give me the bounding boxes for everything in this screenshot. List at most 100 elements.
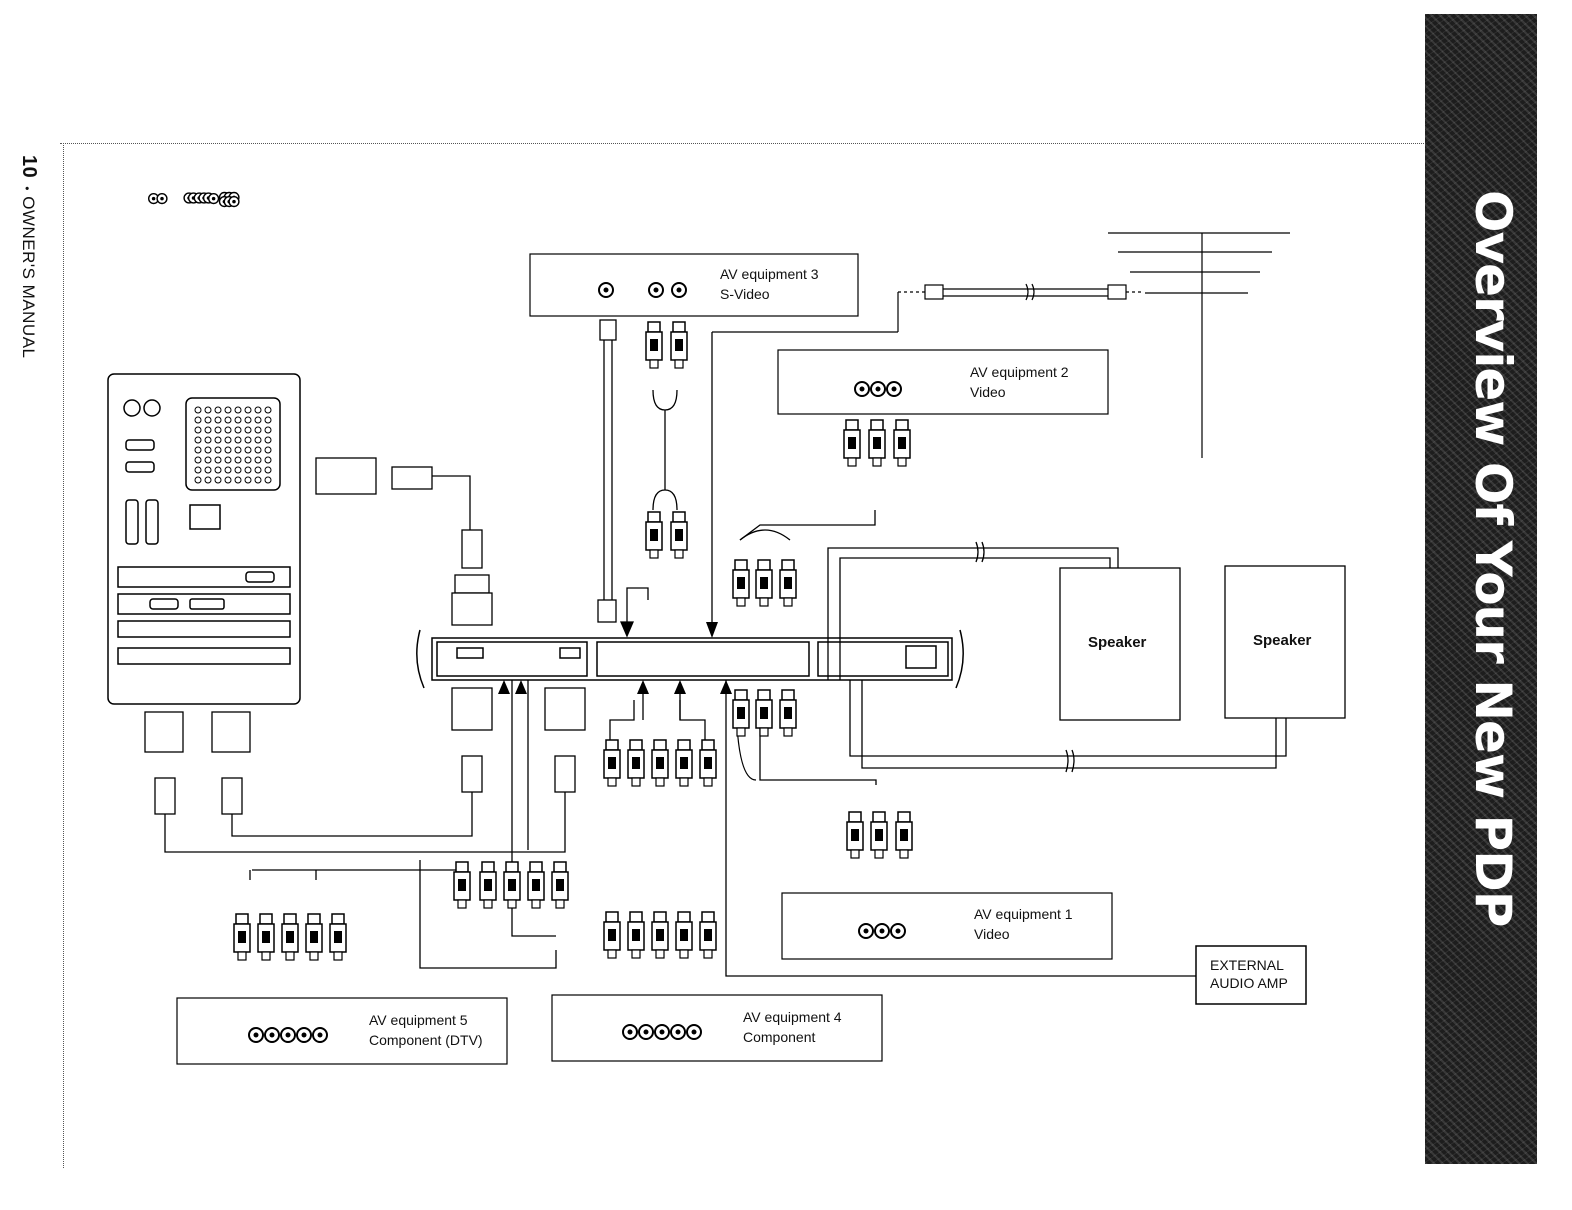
rca-plug [645, 511, 663, 559]
av3-svideo-jack-icon [598, 282, 614, 298]
rca-plug [527, 861, 545, 909]
grille-hole [244, 446, 252, 454]
speaker-left-box [1059, 567, 1181, 721]
av3-type: S-Video [720, 286, 770, 302]
rca-plug [453, 861, 471, 909]
rca-plug [732, 689, 750, 737]
grille-hole [254, 476, 262, 484]
rca-plug [670, 321, 688, 369]
grille-hole [214, 446, 222, 454]
rca-plug [895, 811, 913, 859]
rca-plug [779, 559, 797, 607]
av3-label: AV equipment 3 S-Video [720, 264, 819, 304]
rca-plug [675, 739, 693, 787]
pc-grille-holes [194, 406, 272, 484]
grille-hole [194, 456, 202, 464]
grille-hole [264, 466, 272, 474]
grille-hole [264, 456, 272, 464]
rca-plug [627, 911, 645, 959]
antenna [1108, 232, 1290, 458]
av1-video-jacks-icon [858, 923, 906, 939]
grille-hole [214, 436, 222, 444]
av1-box [781, 892, 1113, 960]
grille-hole [254, 466, 262, 474]
grille-hole [194, 476, 202, 484]
amp-line1: EXTERNAL [1210, 957, 1284, 973]
rca-plug [645, 321, 663, 369]
av3-title: AV equipment 3 [720, 266, 819, 282]
grille-hole [234, 406, 242, 414]
page-frame-top [60, 143, 1440, 144]
grille-hole [224, 466, 232, 474]
grille-hole [244, 466, 252, 474]
chapter-banner [1425, 14, 1537, 1164]
grille-hole [254, 436, 262, 444]
grille-hole [224, 426, 232, 434]
rca-plug [305, 913, 323, 961]
grille-hole [214, 416, 222, 424]
grille-hole [254, 456, 262, 464]
panel-jack [228, 196, 240, 208]
grille-hole [244, 416, 252, 424]
av4-component-jacks-icon [622, 1024, 702, 1040]
rca-plug [755, 689, 773, 737]
rca-plug [329, 913, 347, 961]
grille-hole [234, 476, 242, 484]
rca-plug [699, 739, 717, 787]
grille-hole [204, 436, 212, 444]
grille-hole [204, 416, 212, 424]
external-audio-amp-label: EXTERNAL AUDIO AMP [1210, 956, 1288, 992]
rca-plug [699, 911, 717, 959]
av4-title: AV equipment 4 [743, 1009, 842, 1025]
grille-hole [194, 446, 202, 454]
grille-hole [244, 456, 252, 464]
grille-hole [244, 406, 252, 414]
rca-plug [551, 861, 569, 909]
antenna-arrow [706, 332, 718, 638]
grille-hole [224, 406, 232, 414]
rca-plug [651, 911, 669, 959]
grille-hole [264, 436, 272, 444]
rca-plug [603, 739, 621, 787]
rca-plug [732, 559, 750, 607]
grille-hole [264, 446, 272, 454]
grille-hole [214, 406, 222, 414]
av5-box [176, 997, 508, 1065]
panel-jack [156, 193, 168, 205]
grille-hole [204, 476, 212, 484]
rca-plug [281, 913, 299, 961]
av1-label: AV equipment 1 Video [974, 904, 1073, 944]
grille-hole [204, 456, 212, 464]
panel-jacks [148, 191, 240, 208]
grille-hole [194, 426, 202, 434]
grille-hole [214, 426, 222, 434]
av4-box [551, 994, 883, 1062]
av2-title: AV equipment 2 [970, 364, 1069, 380]
grille-hole [264, 476, 272, 484]
rca-plug [843, 419, 861, 467]
grille-hole [224, 446, 232, 454]
grille-hole [254, 416, 262, 424]
rca-plug [503, 861, 521, 909]
grille-hole [224, 416, 232, 424]
speaker-left-label: Speaker [1088, 634, 1147, 651]
av5-label: AV equipment 5 Component (DTV) [369, 1010, 483, 1050]
amp-line2: AUDIO AMP [1210, 975, 1288, 991]
grille-hole [214, 476, 222, 484]
grille-hole [244, 426, 252, 434]
grille-hole [214, 466, 222, 474]
grille-hole [234, 456, 242, 464]
input-arrows [498, 680, 732, 720]
grille-hole [204, 426, 212, 434]
grille-hole [204, 466, 212, 474]
av2-box [777, 349, 1109, 415]
grille-hole [204, 406, 212, 414]
av1-type: Video [974, 926, 1010, 942]
grille-hole [234, 426, 242, 434]
grille-hole [224, 436, 232, 444]
rca-plug [670, 511, 688, 559]
av5-type: Component (DTV) [369, 1032, 483, 1048]
grille-hole [194, 416, 202, 424]
av3-box [529, 253, 859, 317]
speaker-right-label: Speaker [1253, 632, 1312, 649]
